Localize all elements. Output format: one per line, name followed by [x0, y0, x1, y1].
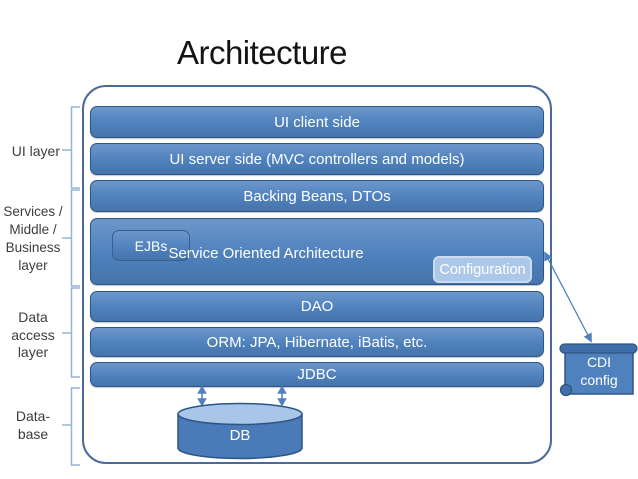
bracket-ui-layer	[62, 106, 80, 189]
slide-title: Architecture	[176, 34, 348, 71]
layer-bar-label: UI client side	[274, 113, 360, 131]
side-label-text: Business	[5, 240, 61, 255]
cdi-label-line2: config	[580, 372, 618, 388]
configuration-box: Configuration	[433, 256, 532, 283]
side-label-text: base	[17, 426, 49, 442]
soa-label: Service Oriented Architecture	[168, 245, 364, 262]
side-label-data-access-layer: Data access layer	[0, 309, 66, 362]
side-label-text: layer	[17, 344, 49, 360]
layer-bar-label: UI server side (MVC controllers and mode…	[169, 150, 465, 168]
layer-bar-label: JDBC	[297, 366, 337, 383]
db-label: DB	[229, 427, 251, 444]
scroll-top-roll	[559, 343, 638, 354]
layer-bar-jdbc: JDBC	[90, 362, 544, 387]
configuration-label: Configuration	[439, 261, 526, 278]
side-label-text: Services /	[3, 204, 63, 219]
side-label-text: Data-	[15, 408, 51, 424]
side-label-text: UI layer	[11, 143, 60, 159]
layer-bar-orm: ORM: JPA, Hibernate, iBatis, etc.	[90, 327, 544, 357]
layer-bar-dao: DAO	[90, 291, 544, 322]
side-label-text: access	[11, 326, 55, 343]
cdi-label-line1: CDI	[586, 354, 612, 370]
side-label-ui-layer: UI layer	[0, 142, 60, 160]
side-label-database: Data- base	[0, 407, 66, 443]
layer-bar-label: Backing Beans, DTOs	[243, 187, 391, 205]
ejbs-box: EJBs	[112, 230, 190, 261]
layer-bar-label: DAO	[300, 298, 334, 315]
layer-bar-backing-beans: Backing Beans, DTOs	[90, 180, 544, 212]
layer-bar-label: ORM: JPA, Hibernate, iBatis, etc.	[206, 333, 428, 351]
side-label-services-layer: Services / Middle / Business layer	[0, 203, 66, 275]
cdi-config-label: CDI config	[568, 353, 630, 389]
side-label-text: Data	[18, 309, 48, 325]
layer-bar-ui-client: UI client side	[90, 106, 544, 138]
ejbs-label: EJBs	[134, 237, 168, 254]
side-label-text: layer	[18, 258, 48, 273]
layer-bar-ui-server: UI server side (MVC controllers and mode…	[90, 143, 544, 175]
side-label-text: Middle /	[9, 222, 57, 237]
